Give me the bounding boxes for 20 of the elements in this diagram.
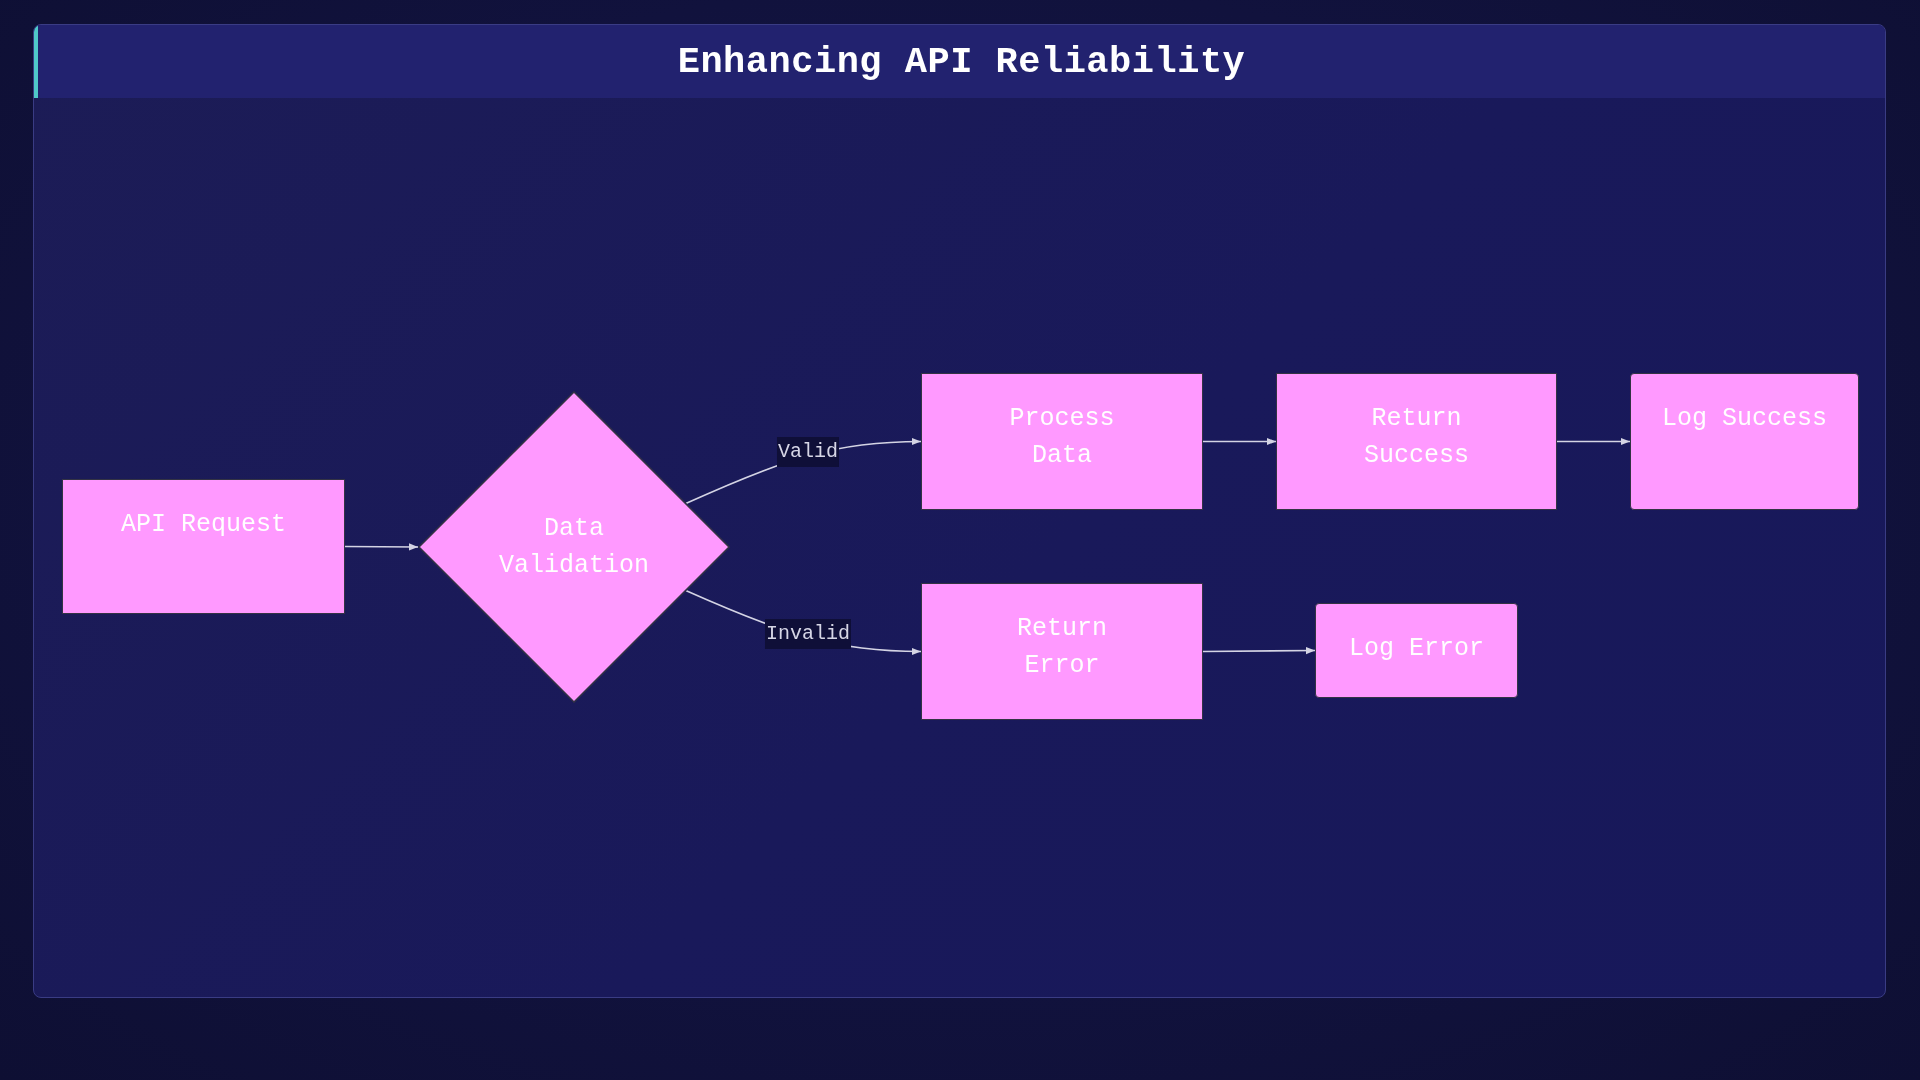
diagram-title: Enhancing API Reliability [677,40,1246,83]
node-label: API Request [121,509,286,541]
process-box [921,373,1203,510]
arrow [344,543,419,551]
arrow [1556,437,1631,446]
edge-label: Valid [777,436,840,467]
node-label: Log Error [1349,633,1484,665]
process-box [1315,603,1518,698]
edge-label: Invalid [765,618,852,649]
node-label: Return Error [1016,613,1108,682]
process-box [62,479,345,614]
node-label: Process Data [1008,403,1116,472]
arrow [1202,437,1277,446]
process-box [921,583,1203,720]
process-box [1630,373,1859,510]
node-label: Log Success [1662,403,1827,435]
process-box [1276,373,1557,510]
node-label: Return Success [1363,403,1470,472]
arrow [1202,647,1316,655]
node-label: Data Validation [498,513,650,582]
